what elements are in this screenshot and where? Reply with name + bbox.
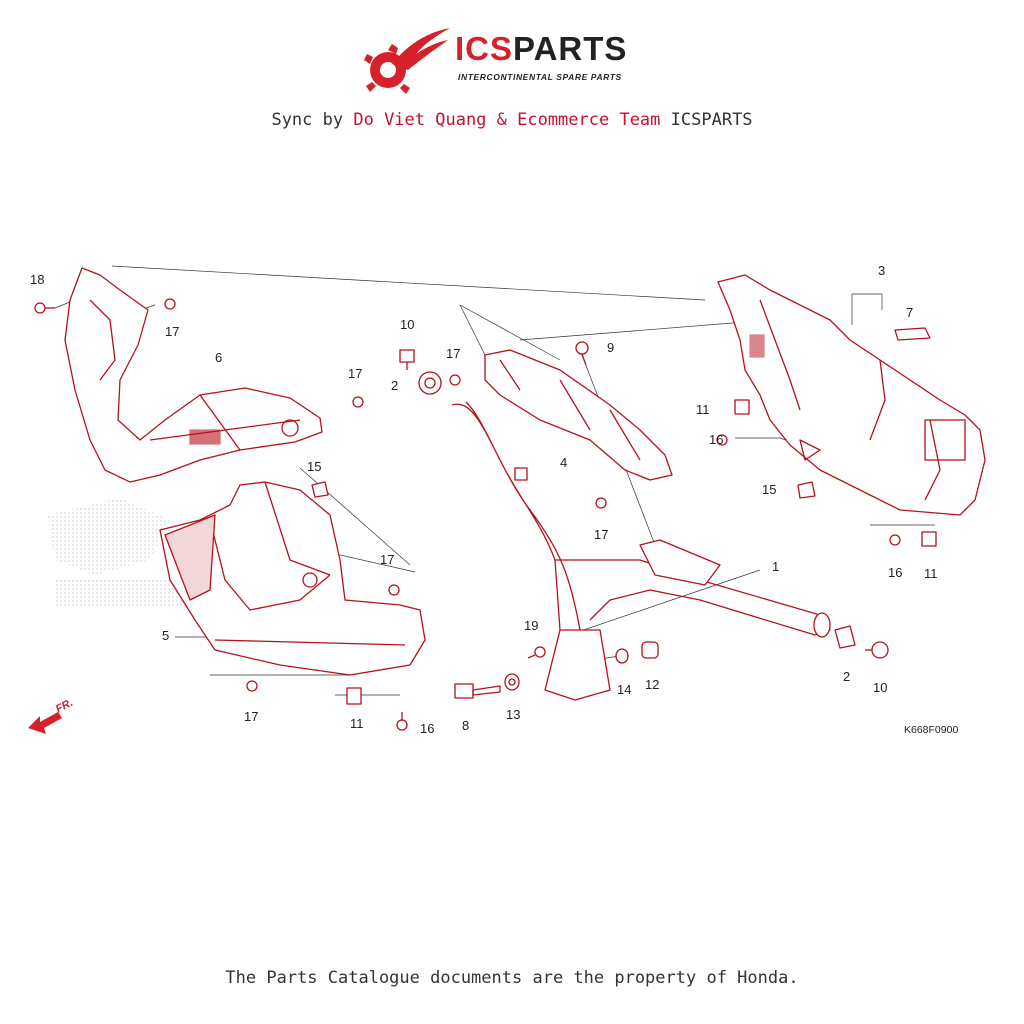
callout-15-b: 15 (762, 482, 776, 497)
footer-disclaimer: The Parts Catalogue documents are the pr… (225, 968, 799, 988)
callout-17-a: 17 (165, 324, 179, 339)
callout-16-a: 16 (709, 432, 723, 447)
front-arrow-label: FR. (54, 697, 75, 716)
part-17-screws (164, 298, 607, 692)
sync-prefix: Sync by (271, 110, 344, 130)
callout-17-b: 17 (348, 366, 362, 381)
part-19-screw (527, 646, 546, 659)
brand-prefix: ICS (455, 30, 514, 67)
callout-3: 3 (878, 263, 885, 278)
part-6-upper-front-cover (64, 267, 323, 483)
callout-11-a: 11 (696, 402, 710, 417)
sync-suffix: ICSPARTS (670, 110, 753, 130)
part-16-screw-b (889, 534, 901, 546)
part-3-rear-panel (717, 274, 986, 516)
callout-16-c: 16 (420, 721, 434, 736)
callout-14: 14 (617, 682, 631, 697)
callout-12: 12 (645, 677, 659, 692)
part-10-bolt (399, 349, 415, 370)
callout-9: 9 (607, 340, 614, 355)
part-4-inner-bracket (484, 349, 673, 481)
callout-10-bottom: 10 (873, 680, 887, 695)
part-16-screw-c (396, 712, 408, 731)
part-13-washer (504, 673, 520, 691)
part-5-lower-front-cover (159, 481, 426, 676)
callout-17-c: 17 (446, 346, 460, 361)
part-18-screw (34, 302, 55, 314)
part-11-clip-b (921, 531, 937, 547)
callout-19: 19 (524, 618, 538, 633)
part-10-bolt-right (865, 641, 889, 659)
part-11-clip-c (346, 687, 362, 705)
callout-16-b: 16 (888, 565, 902, 580)
part-1-steering-pipe (451, 401, 831, 701)
sync-highlight: Do Viet Quang & Ecommerce Team (353, 110, 661, 130)
part-15-clip-b (797, 481, 816, 499)
callout-2-right: 2 (843, 669, 850, 684)
callout-8: 8 (462, 718, 469, 733)
callout-1: 1 (772, 559, 779, 574)
part-8-bolt (454, 683, 501, 699)
callout-11-c: 11 (350, 716, 364, 731)
callout-labels: 1 2 2 3 4 5 6 7 8 9 10 10 11 11 11 12 13… (30, 263, 938, 736)
callout-4: 4 (560, 455, 567, 470)
part-7-label (894, 327, 931, 341)
part-15-clip (311, 481, 329, 498)
brand-name: ICSPARTS (455, 30, 627, 68)
part-2-grommet-right (834, 625, 856, 649)
callout-10-top: 10 (400, 317, 414, 332)
callout-5: 5 (162, 628, 169, 643)
exploded-parts-diagram: FR. 1 2 2 3 4 5 6 7 8 9 10 10 11 11 11 1… (28, 263, 986, 736)
part-12-bushing (641, 641, 659, 659)
part-16-screw (716, 434, 728, 446)
callout-17-e: 17 (380, 552, 394, 567)
callout-17-f: 17 (244, 709, 258, 724)
part-2-grommet (418, 371, 442, 395)
callout-18: 18 (30, 272, 44, 287)
diagram-code: K668F0900 (904, 724, 959, 736)
part-11-clip (734, 399, 750, 415)
sync-credit: Sync by Do Viet Quang & Ecommerce Team I… (0, 110, 1024, 130)
callout-17-d: 17 (594, 527, 608, 542)
front-direction-arrow: FR. (28, 697, 75, 734)
brand-suffix: PARTS (513, 30, 628, 67)
icsparts-logo (364, 28, 450, 94)
callout-6: 6 (215, 350, 222, 365)
callout-2-left: 2 (391, 378, 398, 393)
part-9-screw (575, 341, 589, 366)
callout-11-b: 11 (924, 566, 938, 581)
callout-13: 13 (506, 707, 520, 722)
brand-tagline: INTERCONTINENTAL SPARE PARTS (458, 72, 622, 82)
gear-wing-icon (364, 28, 450, 94)
part-14-ring (615, 648, 629, 664)
callout-15-a: 15 (307, 459, 321, 474)
callout-7: 7 (906, 305, 913, 320)
